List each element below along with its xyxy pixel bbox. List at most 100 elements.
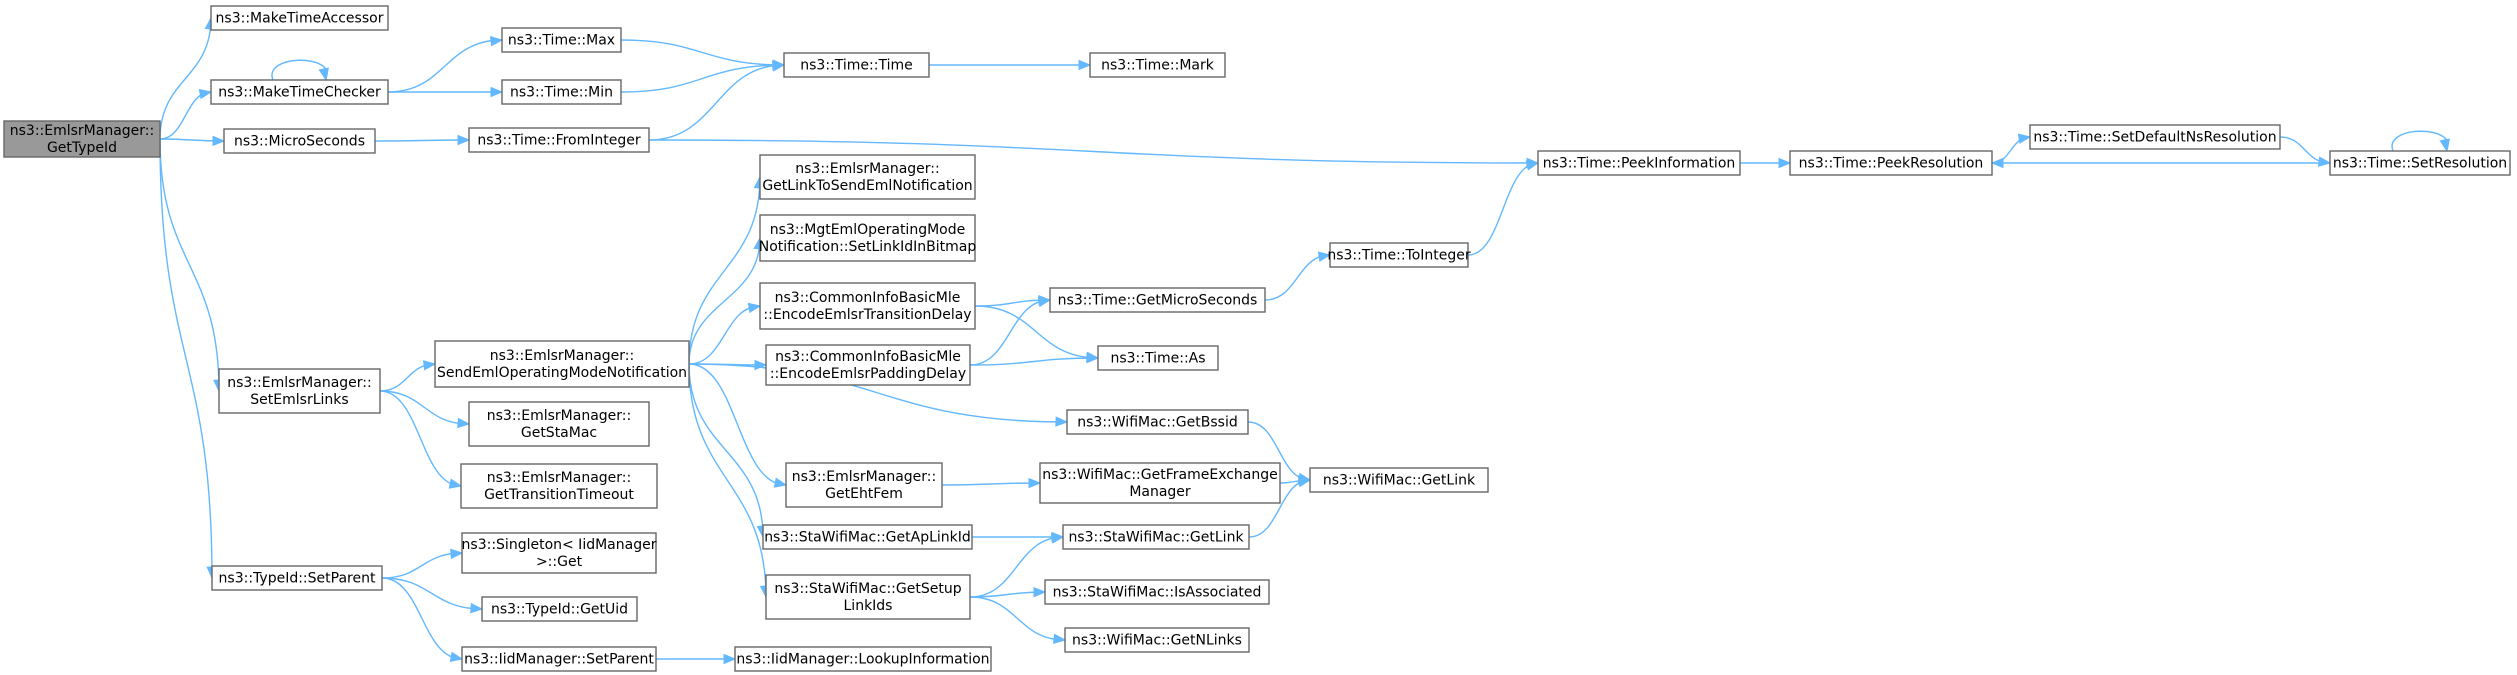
- call-node-setres[interactable]: ns3::Time::SetResolution: [2329, 150, 2511, 176]
- node-label: ns3::EmlsrManager::: [487, 408, 631, 424]
- call-edge-sendeml-to-getaplink: [688, 363, 768, 539]
- node-box: [223, 128, 376, 154]
- call-node-setdefres[interactable]: ns3::Time::SetDefaultNsResolution: [2029, 124, 2281, 150]
- call-edge-sendeml-to-getehtfem: [688, 363, 788, 488]
- call-node-getbssid[interactable]: ns3::WifiMac::GetBssid: [1066, 409, 1249, 435]
- node-label: ns3::Time::GetMicroSeconds: [1058, 293, 1258, 309]
- call-node-getaplink[interactable]: ns3::StaWifiMac::GetApLinkId: [762, 524, 973, 550]
- call-node-iidsetparent[interactable]: ns3::IidManager::SetParent: [461, 646, 657, 672]
- node-label: ns3::TypeId::SetParent: [219, 571, 376, 587]
- arrowhead: [747, 302, 762, 314]
- node-label: ns3::MakeTimeAccessor: [216, 11, 384, 27]
- call-node-tmax[interactable]: ns3::Time::Max: [501, 27, 622, 53]
- node-box: [765, 344, 971, 386]
- call-node-lookup[interactable]: ns3::IidManager::LookupInformation: [734, 646, 992, 672]
- arrowhead: [1050, 533, 1065, 544]
- node-box: [1066, 409, 1249, 435]
- node-label: ns3::WifiMac::GetNLinks: [1072, 633, 1242, 649]
- node-label: ns3::CommonInfoBasicMle: [775, 349, 961, 365]
- edge-line: [159, 17, 212, 140]
- edge-line: [2391, 130, 2449, 152]
- call-node-getnlinks[interactable]: ns3::WifiMac::GetNLinks: [1064, 627, 1250, 653]
- arrowhead: [2017, 133, 2032, 144]
- edge-line: [688, 363, 787, 486]
- node-box: [1049, 287, 1266, 313]
- node-label: SendEmlOperatingModeNotification: [437, 365, 687, 381]
- node-label: ns3::Time::FromInteger: [477, 133, 640, 149]
- call-node-encodetrans[interactable]: ns3::CommonInfoBasicMle::EncodeEmlsrTran…: [759, 282, 976, 330]
- call-node-tfromint[interactable]: ns3::Time::FromInteger: [468, 127, 650, 153]
- node-box: [1537, 150, 1741, 176]
- arrowhead: [457, 417, 471, 429]
- call-node-sendeml[interactable]: ns3::EmlsrManager::SendEmlOperatingModeN…: [434, 340, 690, 388]
- edge-line: [969, 299, 1051, 366]
- call-node-root[interactable]: ns3::EmlsrManager::GetTypeId: [3, 120, 161, 158]
- node-box: [2329, 150, 2511, 176]
- call-edge-encodetrans-to-tas: [974, 305, 1100, 363]
- call-node-tmark[interactable]: ns3::Time::Mark: [1089, 52, 1226, 78]
- call-node-getlinktosend[interactable]: ns3::EmlsrManager::GetLinkToSendEmlNotif…: [759, 154, 976, 200]
- node-box: [1062, 524, 1250, 550]
- arrowhead: [449, 651, 464, 662]
- call-node-isassoc[interactable]: ns3::StaWifiMac::IsAssociated: [1044, 579, 1270, 605]
- node-label: ns3::WifiMac::GetBssid: [1077, 415, 1237, 431]
- node-box: [1097, 345, 1219, 371]
- call-edge-getsetup-to-isassoc: [969, 586, 1047, 598]
- call-node-getstamac[interactable]: ns3::EmlsrManager::GetStaMac: [468, 401, 650, 447]
- call-edge-setparent-to-singleton: [381, 548, 464, 579]
- call-node-tas[interactable]: ns3::Time::As: [1097, 345, 1219, 371]
- call-edge-setlinks-to-sendeml: [379, 360, 437, 392]
- call-node-micro[interactable]: ns3::MicroSeconds: [223, 128, 376, 154]
- node-label: LinkIds: [844, 598, 893, 614]
- call-edge-mtc-to-mtc: [271, 59, 329, 82]
- edge-line: [1264, 254, 1331, 301]
- call-node-tmin[interactable]: ns3::Time::Min: [501, 79, 622, 105]
- edge-line: [381, 577, 483, 610]
- call-node-singleton[interactable]: ns3::Singleton< IidManager>::Get: [461, 532, 657, 574]
- arrowhead: [318, 67, 329, 82]
- node-label: GetEhtFem: [825, 486, 903, 502]
- call-node-toint[interactable]: ns3::Time::ToInteger: [1327, 242, 1471, 268]
- arrowhead: [1053, 633, 1067, 645]
- call-node-mta[interactable]: ns3::MakeTimeAccessor: [210, 5, 389, 31]
- call-edge-peekres-to-setdefres: [1991, 133, 2032, 164]
- edge-line: [381, 552, 463, 579]
- node-label: ns3::StaWifiMac::GetLink: [1068, 530, 1244, 546]
- call-node-gettrans[interactable]: ns3::EmlsrManager::GetTransitionTimeout: [460, 463, 658, 509]
- node-box: [211, 565, 383, 591]
- arrowhead: [1078, 59, 1092, 71]
- call-node-mgtset[interactable]: ns3::MgtEmlOperatingModeNotification::Se…: [759, 214, 977, 262]
- call-edge-tfromint-to-ttime: [648, 61, 786, 141]
- edge-line: [688, 363, 1068, 423]
- node-label: ns3::StaWifiMac::GetSetup: [774, 581, 961, 597]
- call-node-peekinfo[interactable]: ns3::Time::PeekInformation: [1537, 150, 1741, 176]
- call-edge-tmin-to-ttime: [620, 60, 786, 93]
- node-label: ns3::Time::Min: [510, 85, 613, 101]
- node-box: [461, 532, 657, 574]
- call-node-encodepad[interactable]: ns3::CommonInfoBasicMle::EncodeEmlsrPadd…: [765, 344, 971, 386]
- call-node-wifigetlink[interactable]: ns3::WifiMac::GetLink: [1309, 467, 1489, 493]
- call-edge-setres-to-peekres: [1990, 157, 2330, 169]
- arrowhead: [1297, 476, 1312, 488]
- call-edge-stagetlink-to-wifigetlink: [1248, 476, 1312, 538]
- edge-line: [688, 363, 767, 598]
- node-label: ns3::IidManager::SetParent: [464, 652, 654, 668]
- call-node-getmicros[interactable]: ns3::Time::GetMicroSeconds: [1049, 287, 1266, 313]
- call-node-getehtfem[interactable]: ns3::EmlsrManager::GetEhtFem: [785, 462, 943, 508]
- call-node-setparent[interactable]: ns3::TypeId::SetParent: [211, 565, 383, 591]
- edge-line: [379, 390, 462, 487]
- call-node-mtc[interactable]: ns3::MakeTimeChecker: [210, 79, 389, 105]
- call-node-ttime[interactable]: ns3::Time::Time: [783, 52, 930, 78]
- call-node-stagetlink[interactable]: ns3::StaWifiMac::GetLink: [1062, 524, 1250, 550]
- call-node-peekres[interactable]: ns3::Time::PeekResolution: [1789, 150, 1993, 176]
- call-edge-micro-to-tfromint: [374, 134, 471, 146]
- node-label: GetStaMac: [521, 425, 597, 441]
- call-node-getuid[interactable]: ns3::TypeId::GetUid: [481, 596, 638, 622]
- arrowhead: [1778, 157, 1792, 169]
- call-edge-getsetup-to-getnlinks: [969, 596, 1067, 645]
- node-label: ns3::TypeId::GetUid: [491, 602, 628, 618]
- call-node-setlinks[interactable]: ns3::EmlsrManager::SetEmlsrLinks: [218, 368, 381, 414]
